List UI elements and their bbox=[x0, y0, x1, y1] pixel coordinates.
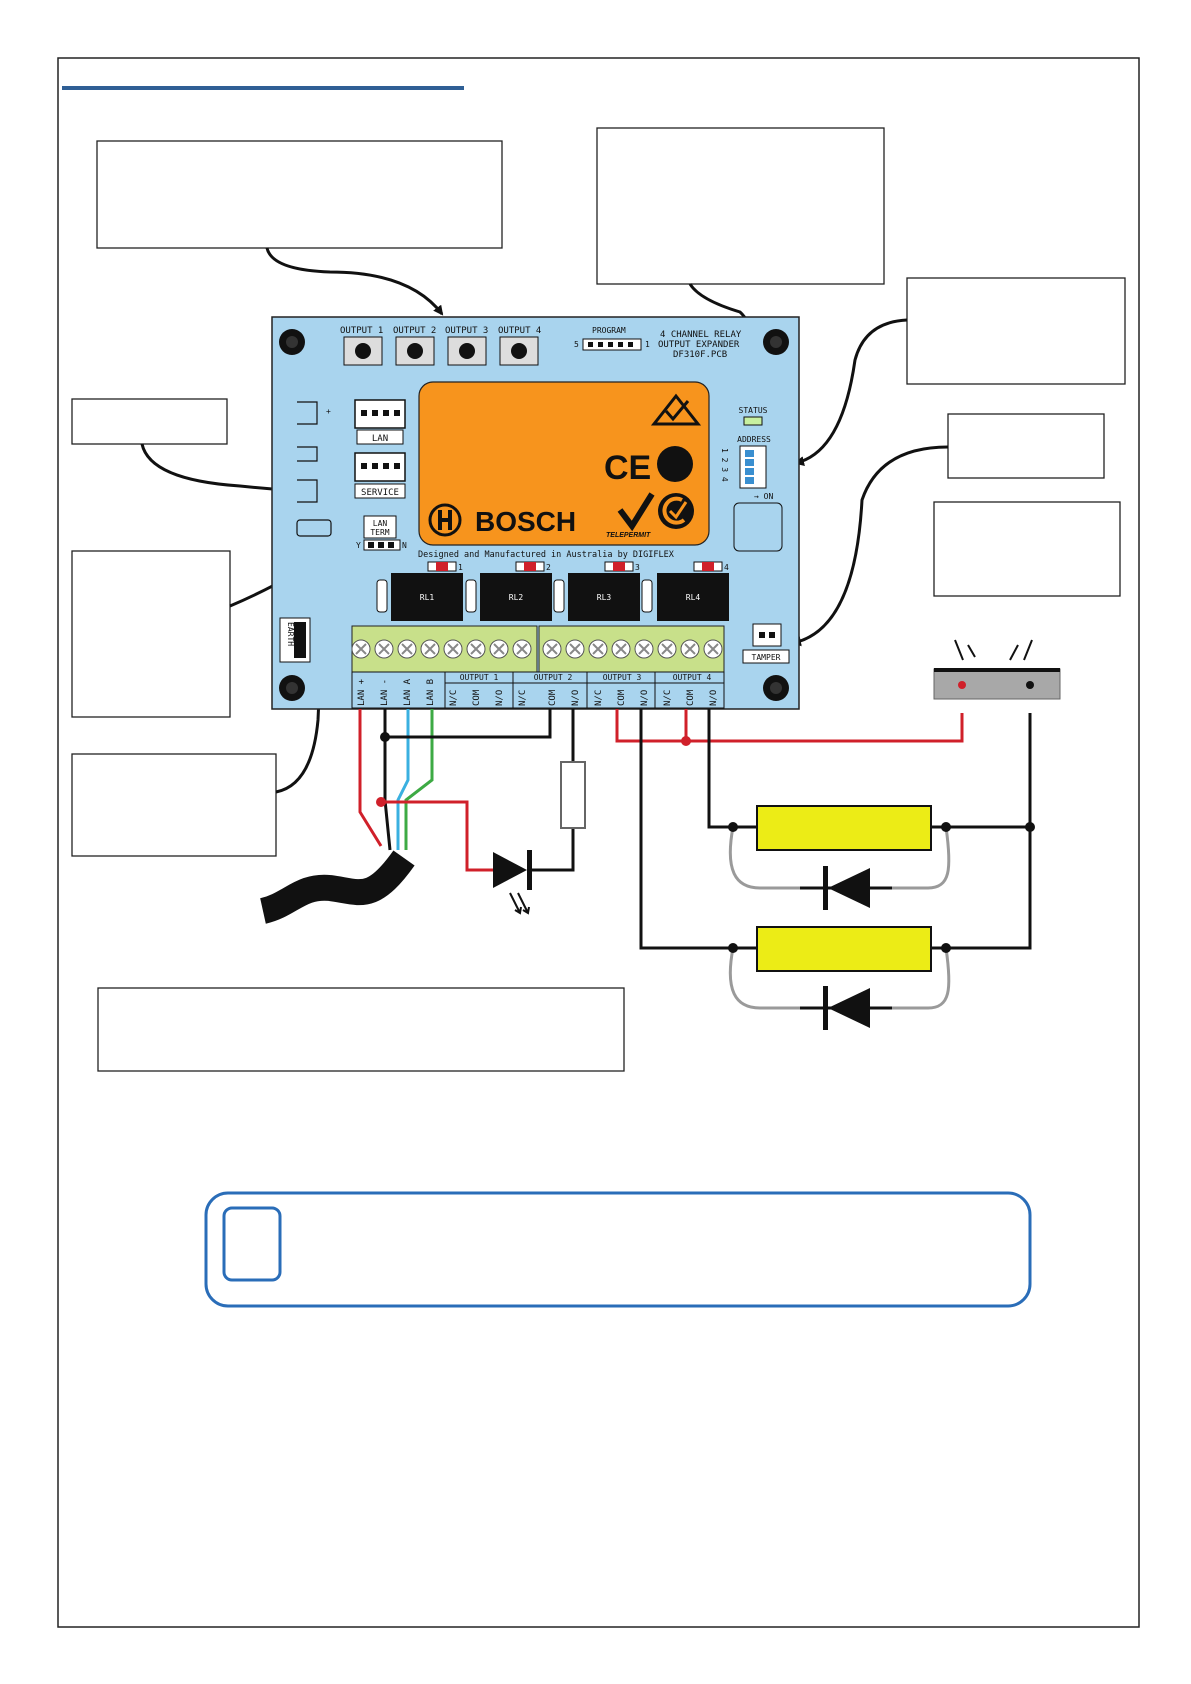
callout-box-address bbox=[906, 277, 1126, 385]
terminal-label: N/C bbox=[594, 690, 604, 706]
terminal-label: COM bbox=[686, 689, 696, 706]
terminal-label: N/O bbox=[571, 690, 581, 706]
terminal-label: LAN + bbox=[357, 678, 367, 706]
relay-rl2: RL2 bbox=[509, 593, 524, 602]
resistor-icon bbox=[560, 761, 586, 829]
round-mark-icon bbox=[657, 446, 693, 482]
manufactured-text: Designed and Manufactured in Australia b… bbox=[418, 550, 675, 560]
relay-rl3: RL3 bbox=[597, 593, 612, 602]
callout-box-status bbox=[596, 127, 885, 285]
callout-box-tamper-note bbox=[933, 501, 1121, 597]
board-title-line-3: DF310F.PCB bbox=[673, 350, 727, 360]
button-label-output-4: OUTPUT 4 bbox=[498, 326, 541, 336]
output-group-label-1: OUTPUT 1 bbox=[460, 673, 499, 682]
terminal-label: LAN B bbox=[426, 679, 436, 706]
terminal-label: N/O bbox=[709, 690, 719, 706]
lan-label: LAN bbox=[372, 434, 388, 444]
service-label: SERVICE bbox=[361, 488, 399, 498]
button-label-output-1: OUTPUT 1 bbox=[340, 326, 383, 336]
relay-rl4: RL4 bbox=[686, 593, 701, 602]
output-buttons[interactable] bbox=[343, 336, 539, 366]
siren-icon bbox=[933, 639, 1061, 700]
c-tick-icon bbox=[658, 493, 694, 529]
program-pin-high: 1 bbox=[645, 340, 650, 349]
status-label: STATUS bbox=[739, 406, 768, 415]
terminal-label: N/C bbox=[663, 690, 673, 706]
status-led bbox=[743, 416, 763, 426]
lan-term-line-2: TERM bbox=[370, 528, 389, 537]
board-title-line-2: OUTPUT EXPANDER bbox=[658, 340, 740, 350]
terminal-labels: LAN + LAN - LAN A LAN B N/C COM N/O N/C COM N/O N/… bbox=[357, 678, 719, 706]
tamper-label: TAMPER bbox=[752, 653, 781, 662]
relay-number-1: 1 bbox=[458, 563, 463, 572]
terminal-screws bbox=[351, 639, 723, 659]
relay-diodes bbox=[376, 579, 653, 613]
terminal-label: COM bbox=[472, 689, 482, 706]
bosch-logo-icon bbox=[428, 503, 462, 537]
program-label: PROGRAM bbox=[592, 326, 626, 335]
lan-term-line-1: LAN bbox=[373, 519, 388, 528]
output-group-label-2: OUTPUT 2 bbox=[534, 673, 573, 682]
tamper-switch[interactable] bbox=[752, 623, 782, 647]
relays bbox=[391, 573, 729, 621]
bosch-module bbox=[418, 381, 710, 546]
ce-mark-icon: CE bbox=[604, 449, 651, 487]
lan-term-y: Y bbox=[356, 541, 361, 550]
program-pin-low: 5 bbox=[574, 340, 579, 349]
terminal-label-dividers bbox=[444, 672, 724, 708]
lan-cable bbox=[259, 850, 415, 924]
terminal-label: LAN A bbox=[403, 678, 413, 706]
terminal-label: N/C bbox=[518, 690, 528, 706]
bosch-brand: BOSCH bbox=[475, 506, 576, 537]
output-group-label-4: OUTPUT 4 bbox=[673, 673, 712, 682]
button-label-output-2: OUTPUT 2 bbox=[393, 326, 436, 336]
output-group-label-3: OUTPUT 3 bbox=[603, 673, 642, 682]
terminal-label: N/O bbox=[495, 690, 505, 706]
board-title-line-1: 4 CHANNEL RELAY bbox=[660, 330, 742, 340]
callout-box-outputs bbox=[97, 987, 625, 1072]
terminal-label: N/O bbox=[640, 690, 650, 706]
callout-box-lan bbox=[71, 753, 277, 857]
callout-box-service bbox=[71, 398, 228, 445]
address-on-label: → ON bbox=[754, 492, 773, 501]
page-border bbox=[57, 57, 1140, 1628]
terminal-label: LAN - bbox=[380, 679, 390, 706]
terminal-label: COM bbox=[617, 689, 627, 706]
info-icon bbox=[222, 1206, 282, 1282]
button-label-output-3: OUTPUT 3 bbox=[445, 326, 488, 336]
relay-leds bbox=[427, 561, 723, 572]
relay-rl1: RL1 bbox=[420, 593, 435, 602]
rcm-mark-icon bbox=[650, 393, 702, 426]
address-digits: 1 2 3 4 bbox=[720, 448, 729, 482]
relay-load-2 bbox=[756, 926, 932, 972]
left-connectors bbox=[296, 401, 332, 537]
earth-label: EARTH bbox=[286, 622, 295, 646]
relay-number-2: 2 bbox=[546, 563, 551, 572]
callout-box-tamper bbox=[947, 413, 1105, 479]
led-icon bbox=[493, 850, 532, 915]
tamper-pad bbox=[733, 502, 783, 552]
junction-dots bbox=[380, 732, 1035, 953]
terminal-label: COM bbox=[548, 689, 558, 706]
mounting-holes bbox=[279, 329, 789, 701]
plus-mark: + bbox=[326, 407, 331, 416]
telepermit-label: TELEPERMIT bbox=[606, 532, 651, 539]
address-label: ADDRESS bbox=[737, 435, 771, 444]
terminal-label: N/C bbox=[449, 690, 459, 706]
relay-load-1 bbox=[756, 805, 932, 851]
check-mark-icon bbox=[617, 492, 655, 532]
lan-term-n: N bbox=[402, 541, 407, 550]
callout-box-output-buttons bbox=[96, 140, 503, 249]
diode-icon bbox=[800, 866, 892, 1030]
info-box bbox=[204, 1191, 1032, 1308]
relay-number-3: 3 bbox=[635, 563, 640, 572]
relay-number-4: 4 bbox=[724, 563, 729, 572]
callout-box-lan-term bbox=[71, 550, 231, 718]
